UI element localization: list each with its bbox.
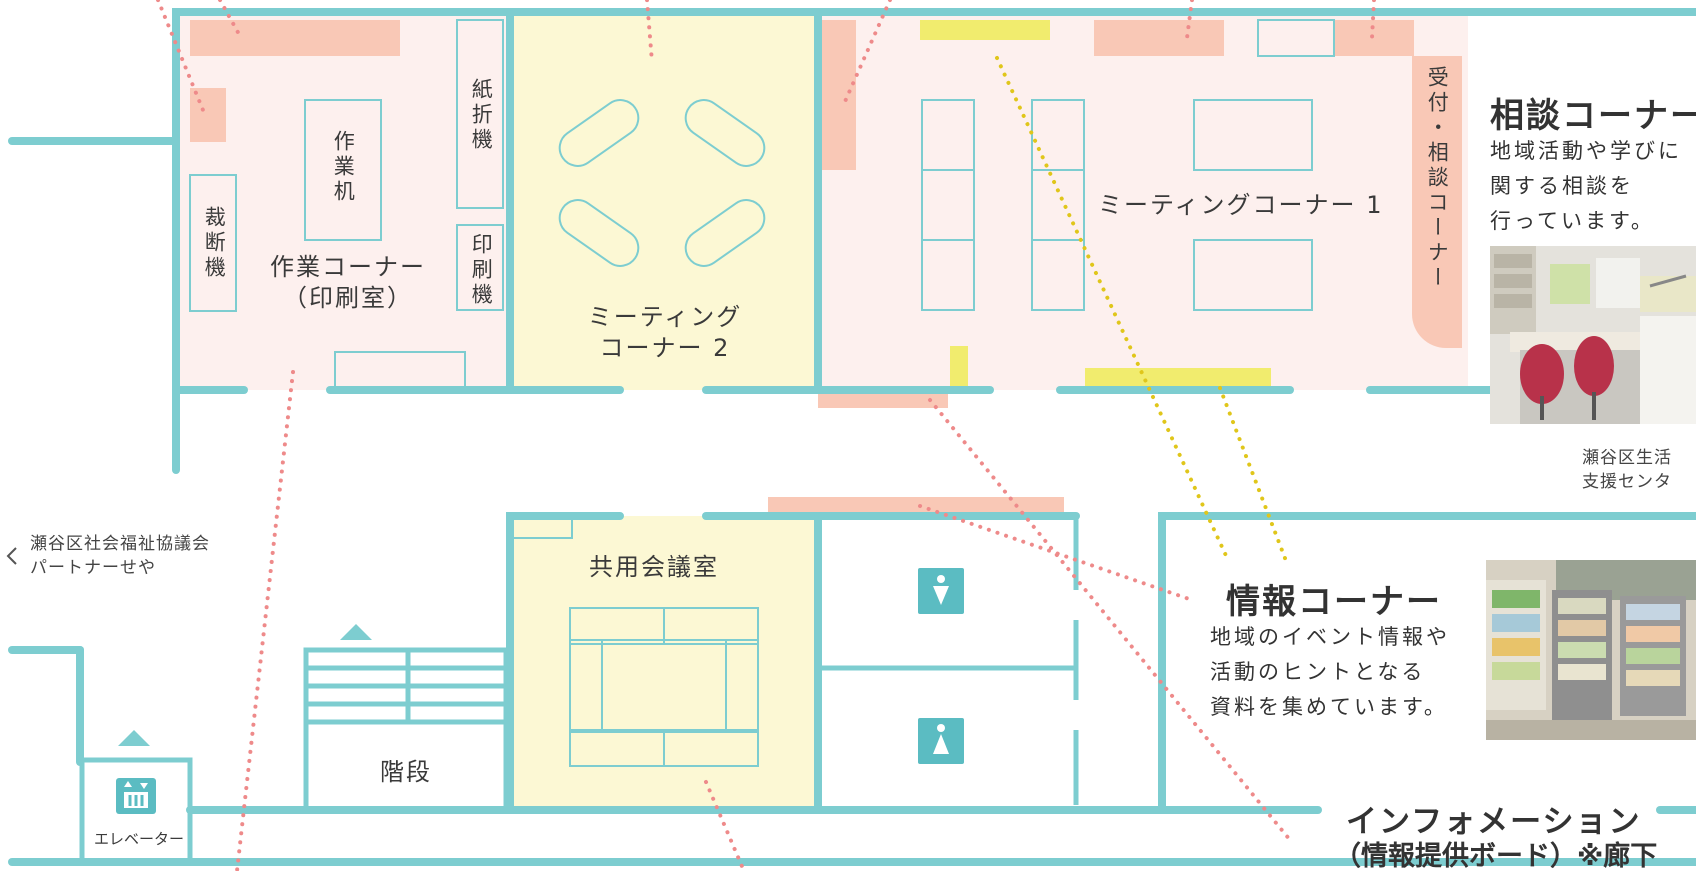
consultation-corner-photo [1490,246,1696,424]
information-desc-line3: 資料を集めています。 [1210,695,1448,719]
cutter-label: 裁断機 [202,206,227,281]
leader-lines-pink [156,0,1376,871]
partner-seya-line2: パートナーせや [30,558,156,578]
infoboard-subtitle: （情報提供ボード）※廊下 [1334,841,1658,872]
stairs-up-arrow-icon [340,624,372,640]
partner-seya-sign: 瀬谷区社会福祉協議会 パートナーせや [30,532,210,580]
life-support-line2: 支援センタ [1582,472,1672,492]
consultation-desc-line3: 行っています。 [1490,209,1655,233]
life-support-sign: 瀬谷区生活 支援センタ [1582,446,1672,494]
information-desc-line1: 地域のイベント情報や [1210,625,1450,649]
female-restroom-icon [918,568,964,614]
meeting-corner-1-floor [818,14,1468,390]
shared-meeting-room-label: 共用会議室 [589,553,719,581]
work-desk-label: 作業机 [331,130,356,205]
work-corner-label: 作業コーナー （印刷室） [258,252,438,314]
consultation-desc-line1: 地域活動や学びに [1490,139,1682,163]
work-corner-sub: （印刷室） [283,284,413,313]
furniture-outlines [189,19,1335,767]
salmon-furniture [190,20,1462,515]
meeting-corner-2-line1: ミーティング [587,303,743,331]
information-corner-title: 情報コーナー [1226,582,1442,622]
left-arrow-icon [6,547,17,565]
reception-label: 受付・相談コーナー [1425,66,1450,291]
stairs-label: 階段 [380,758,432,786]
pill-tables [558,99,766,267]
elevator-up-arrow-icon [118,730,150,746]
partner-seya-line1: 瀬谷区社会福祉協議会 [30,534,210,554]
restroom-walls [818,516,1079,805]
male-restroom-icon [918,718,964,764]
infoboard-title: インフォメーション [1346,804,1642,840]
information-desc-line2: 活動のヒントとなる [1210,660,1426,684]
meeting-corner-2-floor [510,14,818,390]
elevator-box [79,757,193,865]
elevator-icon [116,778,156,814]
consultation-corner-desc: 地域活動や学びに 関する相談を 行っています。 [1490,134,1682,239]
walls [8,8,1696,866]
information-corner-photo [1486,560,1696,740]
work-corner-name: 作業コーナー [270,253,426,281]
folder-label: 紙折機 [469,78,494,153]
yellow-furniture [920,20,1271,390]
meeting-corner-2-line2: コーナー 2 [599,334,731,363]
consultation-desc-line2: 関する相談を [1490,174,1634,198]
information-corner-desc: 地域のイベント情報や 活動のヒントとなる 資料を集めています。 [1210,620,1450,725]
consultation-corner-title: 相談コーナー [1490,96,1696,136]
printer-label: 印刷機 [469,233,494,308]
elevator-label: エレベーター [94,830,185,848]
meeting-corner-1-label: ミーティングコーナー 1 [1098,191,1384,219]
meeting-corner-2-label: ミーティング コーナー 2 [565,302,765,364]
leader-lines-yellow [995,56,1290,568]
life-support-line1: 瀬谷区生活 [1582,448,1672,468]
